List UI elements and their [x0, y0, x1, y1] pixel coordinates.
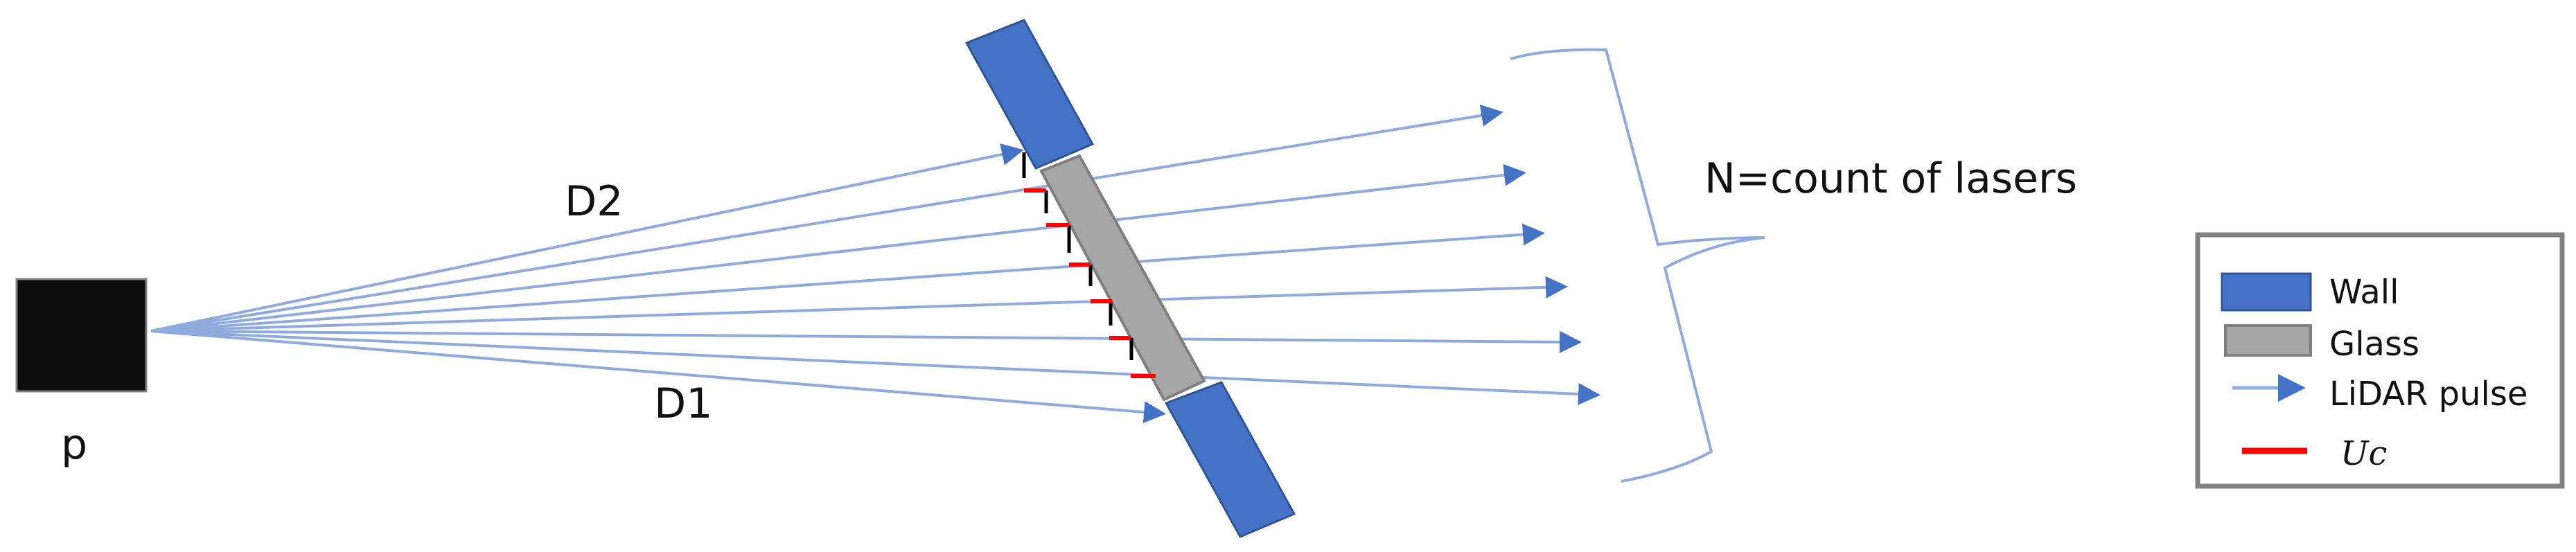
wall-bottom [1164, 381, 1296, 538]
walls [964, 19, 1296, 538]
lidar-pulse-5 [150, 276, 1568, 332]
legend-glass-swatch [2224, 324, 2312, 357]
lidar-pulses [150, 105, 1600, 423]
legend-uc-label: Uc [2340, 434, 2387, 473]
wall-top [964, 19, 1095, 170]
sensor-p [15, 278, 148, 393]
uc-marks [1024, 188, 1156, 378]
d2-label: D2 [565, 177, 623, 226]
offset-ticks [1022, 152, 1133, 360]
legend-wall-label: Wall [2329, 273, 2399, 312]
n-count-label: N=count of lasers [1704, 154, 2077, 203]
sensor-label: p [61, 420, 87, 469]
legend-wall-swatch [2221, 272, 2312, 312]
lidar-pulse-2 [150, 105, 1503, 332]
curly-brace [1510, 48, 1765, 483]
lidar-pulse-6 [150, 330, 1582, 353]
legend-glass-label: Glass [2329, 325, 2419, 364]
legend-pulse-label: LiDAR pulse [2329, 375, 2528, 413]
legend: Wall Glass LiDAR pulse Uc [2195, 232, 2565, 489]
lidar-pulse-3 [150, 163, 1526, 332]
lidar-pulse-7 [150, 330, 1600, 405]
lidar-pulse-1 [150, 143, 1024, 332]
lidar-pulse-4 [150, 223, 1545, 332]
glass-pane [1039, 154, 1206, 402]
d1-label: D1 [654, 380, 712, 428]
lidar-pulse-8 [150, 330, 1166, 423]
